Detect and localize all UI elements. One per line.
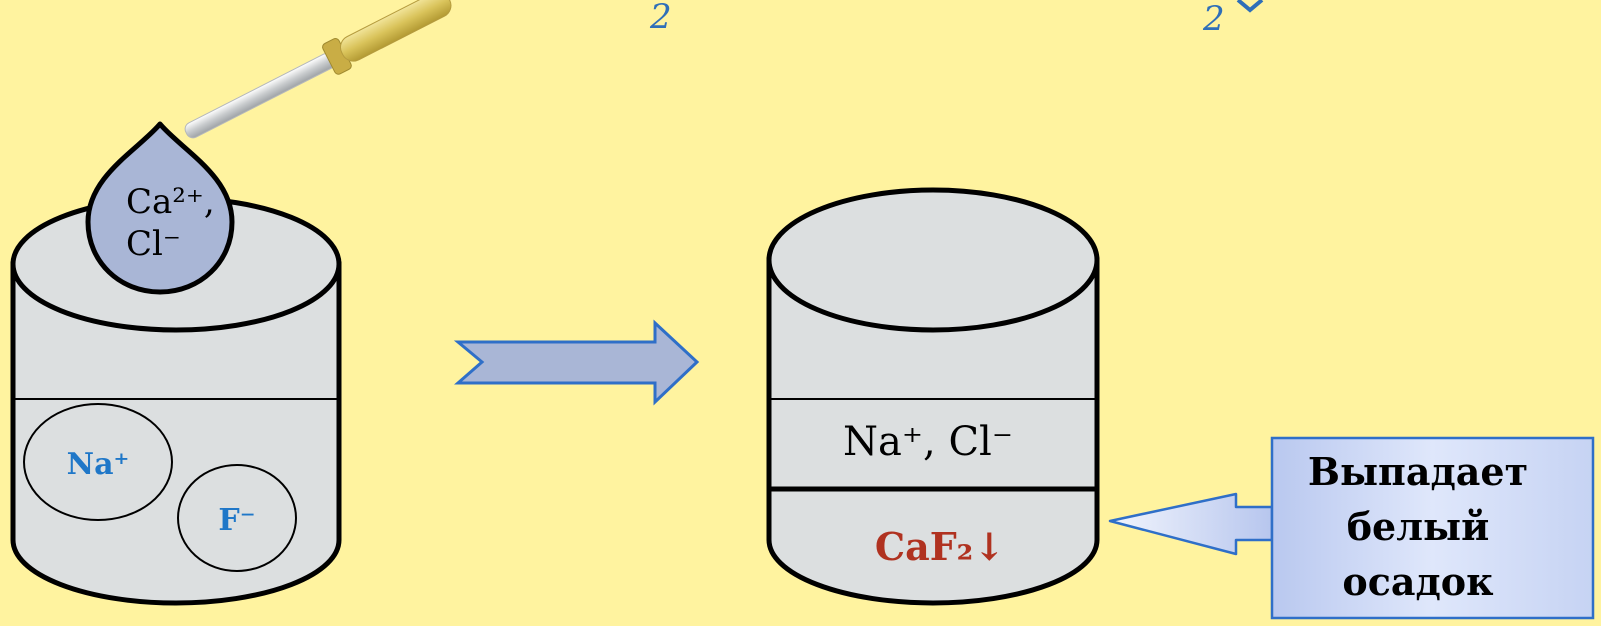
- na-ion-circle: [23, 403, 173, 521]
- right-beaker: Na⁺, Cl⁻ CaF₂↓: [766, 187, 1100, 606]
- f-ion-circle: [177, 464, 297, 572]
- precipitate-callout: Выпадает белый осадок: [1108, 436, 1595, 620]
- solution-ions-label: Na⁺, Cl⁻: [843, 419, 1013, 465]
- header-down-arrow-icon: [1236, 0, 1264, 13]
- ion-na-label: Na⁺: [67, 447, 130, 482]
- callout-line2: белый: [1347, 504, 1490, 549]
- pipette-icon: [184, 0, 452, 139]
- callout-line1: Выпадает: [1308, 449, 1528, 494]
- drop-label-line2: Cl⁻: [126, 224, 181, 264]
- reaction-arrow-icon: [453, 319, 700, 406]
- ion-f-label: F⁻: [218, 503, 255, 538]
- callout-line3: осадок: [1342, 559, 1493, 604]
- reagent-drop: Ca²⁺, Cl⁻: [85, 121, 235, 295]
- header-subscript-right: 2: [1202, 0, 1225, 39]
- header-subscript-left: 2: [649, 0, 672, 37]
- drop-label-line1: Ca²⁺,: [126, 182, 215, 222]
- precipitate-label: CaF₂↓: [875, 524, 1005, 569]
